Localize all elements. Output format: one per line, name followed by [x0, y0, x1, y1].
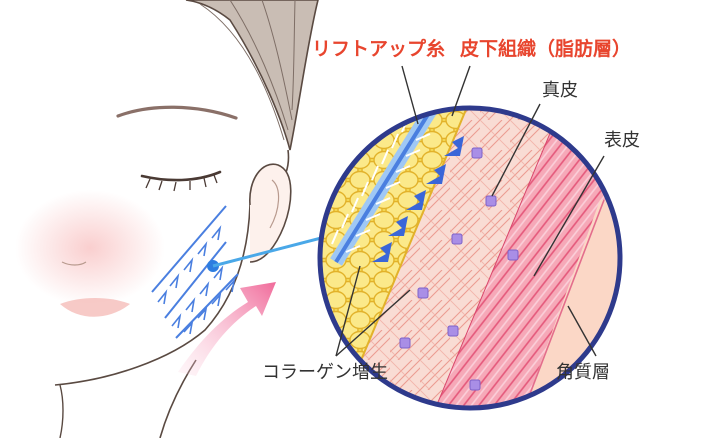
- label-collagen-growth: コラーゲン増生: [262, 362, 388, 383]
- label-subcutaneous-tissue: 皮下組織（脂肪層）: [460, 38, 632, 60]
- label-lift-thread: リフトアップ糸: [312, 38, 446, 60]
- skin-cross-section: [320, 108, 620, 408]
- leader-lines: [335, 65, 605, 357]
- dermis-layer: [336, 108, 560, 408]
- blue-up-arrow-icon: [372, 136, 464, 262]
- eyebrow: [116, 105, 238, 120]
- closed-eye: [140, 170, 222, 182]
- label-dermis: 真皮: [542, 80, 578, 101]
- face: [15, 0, 319, 438]
- curved-up-arrow-icon: [178, 282, 276, 376]
- lips: [60, 298, 130, 317]
- cheek-blush: [15, 190, 165, 306]
- zoom-circle-border: [317, 105, 623, 411]
- label-epidermis: 表皮: [604, 130, 640, 151]
- lift-thread-cross-section: [330, 108, 438, 266]
- lift-threads: [151, 205, 239, 339]
- hair: [185, 0, 319, 151]
- label-stratum-corneum: 角質層: [556, 362, 610, 383]
